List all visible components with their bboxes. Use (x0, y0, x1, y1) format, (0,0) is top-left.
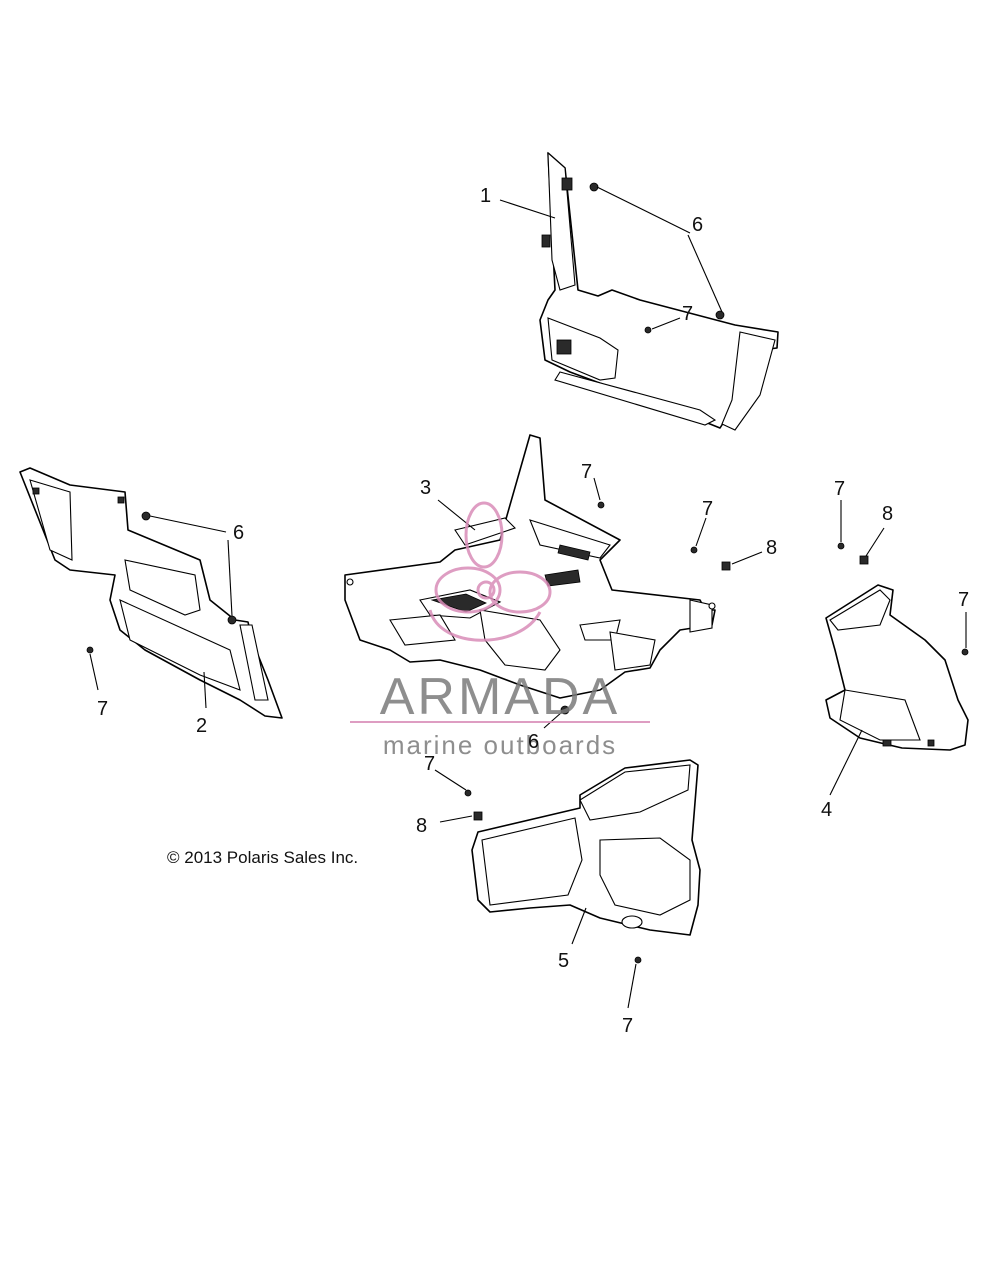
callout-7: 7 (97, 698, 108, 720)
part-1-rear-panel (539, 151, 779, 431)
screw-7 (464, 789, 472, 797)
screw-7 (690, 546, 698, 554)
part-5-lower-panel (471, 759, 701, 936)
part-3-floor (344, 434, 716, 699)
push-rivet-6 (141, 511, 151, 521)
callout-8: 8 (766, 537, 777, 559)
clip-8 (721, 561, 731, 571)
callout-7: 7 (682, 303, 693, 325)
screw-7 (837, 542, 845, 550)
callout-7: 7 (834, 478, 845, 500)
screw-7 (597, 501, 605, 509)
push-rivet-6 (227, 615, 237, 625)
callout-5: 5 (558, 950, 569, 972)
part-2-left-panel (19, 467, 283, 719)
callout-7: 7 (622, 1015, 633, 1037)
clip-8 (473, 811, 483, 821)
callout-3: 3 (420, 477, 431, 499)
part-4-right-panel (825, 584, 969, 751)
screw-7 (644, 326, 652, 334)
callouts: 1 6 7 3 7 7 8 7 8 7 6 7 2 4 6 7 8 5 7 (97, 185, 969, 1037)
callout-6: 6 (692, 214, 703, 236)
clip-8 (859, 555, 869, 565)
screw-7 (634, 956, 642, 964)
callout-7: 7 (424, 753, 435, 775)
callout-1: 1 (480, 185, 491, 207)
fasteners (86, 182, 969, 964)
callout-7: 7 (581, 461, 592, 483)
watermark-brand: ARMADA (380, 668, 620, 726)
callout-6: 6 (528, 731, 539, 753)
leader-lines (89, 186, 967, 1009)
push-rivet-6 (589, 182, 599, 192)
push-rivet-6 (715, 310, 725, 320)
callout-6: 6 (233, 522, 244, 544)
callout-8: 8 (882, 503, 893, 525)
push-rivet-6 (560, 705, 570, 715)
callout-7: 7 (958, 589, 969, 611)
callout-4: 4 (821, 799, 832, 821)
copyright-notice: © 2013 Polaris Sales Inc. (167, 848, 358, 867)
watermark: ARMADA marine outboards (350, 501, 650, 760)
screw-7 (961, 648, 969, 656)
watermark-tagline: marine outboards (383, 730, 617, 760)
callout-8: 8 (416, 815, 427, 837)
callout-2: 2 (196, 715, 207, 737)
screw-7 (86, 646, 94, 654)
callout-7: 7 (702, 498, 713, 520)
watermark-logo (428, 501, 552, 642)
